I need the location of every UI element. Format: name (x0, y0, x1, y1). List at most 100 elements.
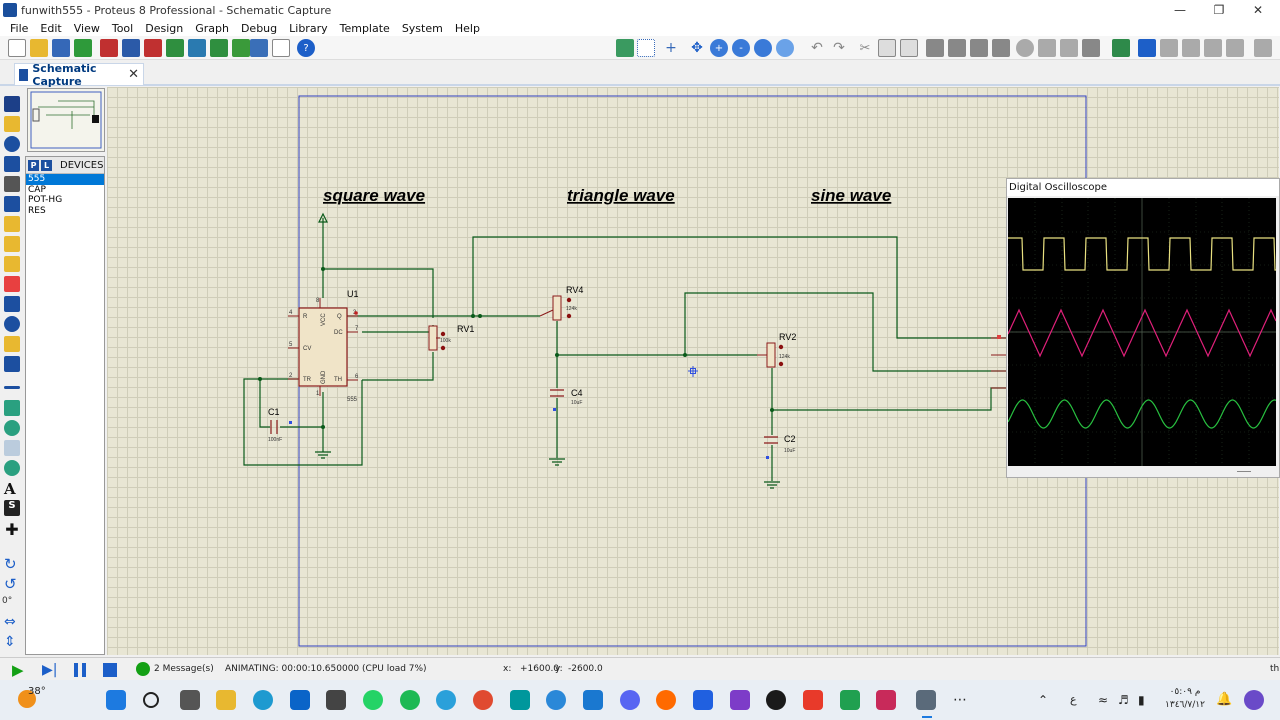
menu-help[interactable]: Help (454, 21, 480, 35)
input-language[interactable]: ع (1070, 693, 1077, 706)
app-icon-m[interactable] (693, 690, 713, 710)
oscilloscope-resize-grip[interactable] (1237, 471, 1251, 472)
refresh-icon[interactable] (616, 39, 634, 57)
subcircuit-icon[interactable] (4, 216, 20, 232)
notifications-icon[interactable]: 🔔 (1216, 692, 1233, 707)
pick-devices-button[interactable]: P (28, 159, 39, 171)
path-tool-icon[interactable] (4, 460, 20, 476)
spotify-icon[interactable] (400, 690, 420, 710)
arduino-icon[interactable] (510, 690, 530, 710)
battery-icon[interactable]: ▮ (1138, 693, 1145, 707)
block-copy-icon[interactable] (926, 39, 944, 57)
pan-icon[interactable]: ✥ (688, 39, 706, 57)
pick-parts-icon[interactable] (1016, 39, 1034, 57)
office-icon[interactable] (803, 690, 823, 710)
export-icon[interactable] (1254, 39, 1272, 57)
proteus-taskbar-icon[interactable] (916, 690, 936, 710)
cut-icon[interactable]: ✂ (856, 39, 874, 57)
notes-icon[interactable] (272, 39, 290, 57)
menu-debug[interactable]: Debug (240, 21, 278, 35)
tape-recorder-icon[interactable] (4, 296, 20, 312)
zoom-in-icon[interactable]: + (710, 39, 728, 57)
more-apps-icon[interactable]: ⋯ (953, 692, 967, 708)
file-explorer-icon[interactable] (216, 690, 236, 710)
pcb-layout-icon[interactable] (144, 39, 162, 57)
line-tool-icon[interactable] (4, 386, 20, 389)
device-pins-icon[interactable] (4, 256, 20, 272)
menu-view[interactable]: View (73, 21, 100, 35)
vscode-icon[interactable] (583, 690, 603, 710)
clion-icon[interactable] (840, 690, 860, 710)
jetbrains-icon[interactable] (876, 690, 896, 710)
play-icon[interactable]: ▶ (12, 661, 24, 679)
annotator-icon[interactable] (1226, 39, 1244, 57)
search-icon[interactable] (143, 692, 159, 708)
wire-label-icon[interactable] (4, 156, 20, 172)
design-explorer-icon[interactable] (210, 39, 228, 57)
zoom-area-icon[interactable] (776, 39, 794, 57)
step-icon[interactable]: ▶| (42, 662, 58, 678)
block-move-icon[interactable] (948, 39, 966, 57)
arc-tool-icon[interactable] (4, 440, 20, 456)
paste-icon[interactable] (900, 39, 918, 57)
telegram-icon[interactable] (436, 690, 456, 710)
decompose-icon[interactable] (1082, 39, 1100, 57)
visual-studio-icon[interactable] (730, 690, 750, 710)
text-tool-icon[interactable]: A (4, 480, 16, 498)
volume-icon[interactable]: ♬ (1118, 693, 1129, 707)
home-page-icon[interactable] (100, 39, 118, 57)
origin-icon[interactable]: + (662, 39, 680, 57)
outlook-icon[interactable] (290, 690, 310, 710)
redo-icon[interactable]: ↷ (830, 39, 848, 57)
weather-icon[interactable] (18, 690, 36, 708)
whatsapp-icon[interactable] (363, 690, 383, 710)
generator-icon[interactable] (4, 316, 20, 332)
app-icon-blue[interactable] (546, 690, 566, 710)
buses-icon[interactable] (4, 196, 20, 212)
bill-of-materials-icon[interactable] (232, 39, 250, 57)
chrome-icon[interactable] (473, 690, 493, 710)
grid-toggle-icon[interactable] (637, 39, 655, 57)
menu-edit[interactable]: Edit (40, 21, 62, 35)
netlist-icon[interactable] (1204, 39, 1222, 57)
device-item-res[interactable]: RES (28, 205, 46, 216)
device-item-cap[interactable]: CAP (28, 184, 46, 195)
help-icon[interactable]: ? (297, 39, 315, 57)
text-script-icon[interactable] (4, 176, 20, 192)
block-rotate-icon[interactable] (970, 39, 988, 57)
rotate-anticlockwise-icon[interactable]: ↺ (4, 575, 17, 593)
store-icon[interactable] (326, 690, 346, 710)
tray-overflow-icon[interactable]: ⌃ (1038, 693, 1049, 707)
overview-window[interactable] (27, 88, 105, 152)
messages-count[interactable]: 2 Message(s) (154, 664, 214, 674)
undo-icon[interactable]: ↶ (808, 39, 826, 57)
source-code-icon[interactable] (250, 39, 268, 57)
design-rule-icon[interactable] (1182, 39, 1200, 57)
menu-graph[interactable]: Graph (195, 21, 229, 35)
system-clock[interactable]: م ٠٥:٠٩ ١٣٤٦/٧/١٢ (1160, 686, 1210, 712)
copilot-icon[interactable] (1244, 690, 1264, 710)
virtual-instruments-icon[interactable] (4, 356, 20, 372)
mirror-vertical-icon[interactable]: ⇕ (4, 634, 16, 650)
property-assignment-icon[interactable] (1160, 39, 1178, 57)
menu-file[interactable]: File (10, 21, 29, 35)
start-button-icon[interactable] (106, 690, 126, 710)
menu-system[interactable]: System (401, 21, 443, 35)
mirror-horizontal-icon[interactable]: ⇔ (4, 614, 16, 630)
wifi-icon[interactable]: ≈ (1098, 693, 1109, 707)
maximize-button[interactable]: ❐ (1213, 3, 1225, 17)
save-icon[interactable] (52, 39, 70, 57)
task-view-icon[interactable] (180, 690, 200, 710)
weather-temperature[interactable]: 38° (28, 686, 46, 697)
marker-tool-icon[interactable]: ✚ (5, 520, 19, 539)
voltage-probe-icon[interactable] (4, 336, 20, 352)
block-delete-icon[interactable] (992, 39, 1010, 57)
zoom-out-icon[interactable]: - (732, 39, 750, 57)
rotation-angle[interactable]: 0° (2, 596, 13, 606)
menu-tool[interactable]: Tool (111, 21, 134, 35)
app-icon-q[interactable] (766, 690, 786, 710)
discord-icon[interactable] (620, 690, 640, 710)
menu-design[interactable]: Design (145, 21, 184, 35)
edge-icon[interactable] (253, 690, 273, 710)
import-icon[interactable] (74, 39, 92, 57)
